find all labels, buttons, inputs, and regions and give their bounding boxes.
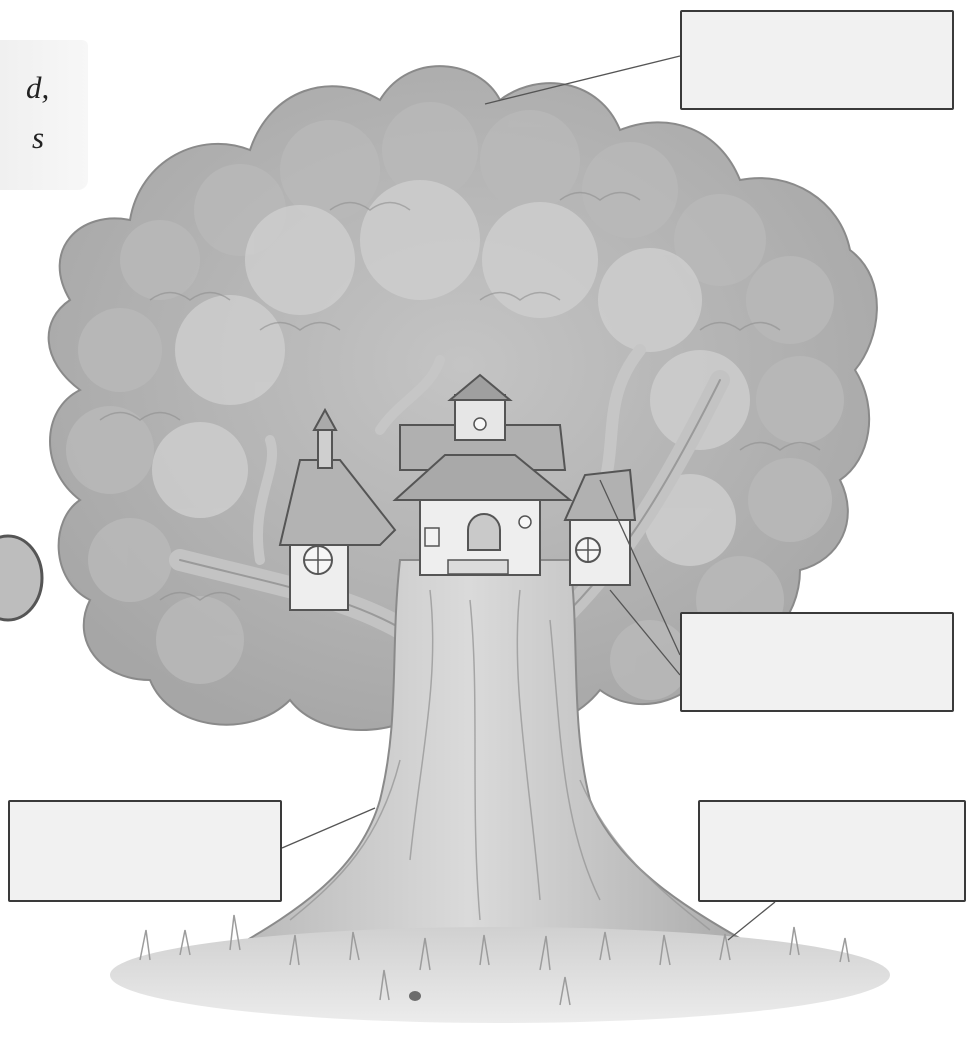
oval-shape bbox=[0, 536, 42, 620]
grass-ground bbox=[110, 915, 890, 1023]
label-box-top-right-value bbox=[682, 12, 952, 28]
label-box-middle-right[interactable] bbox=[680, 612, 954, 712]
label-box-bottom-right-value bbox=[700, 802, 964, 818]
label-box-middle-right-value bbox=[682, 614, 952, 630]
label-box-bottom-left[interactable] bbox=[8, 800, 282, 902]
label-box-bottom-right[interactable] bbox=[698, 800, 966, 902]
label-box-bottom-left-value bbox=[10, 802, 280, 818]
label-box-top-right[interactable] bbox=[680, 10, 954, 110]
